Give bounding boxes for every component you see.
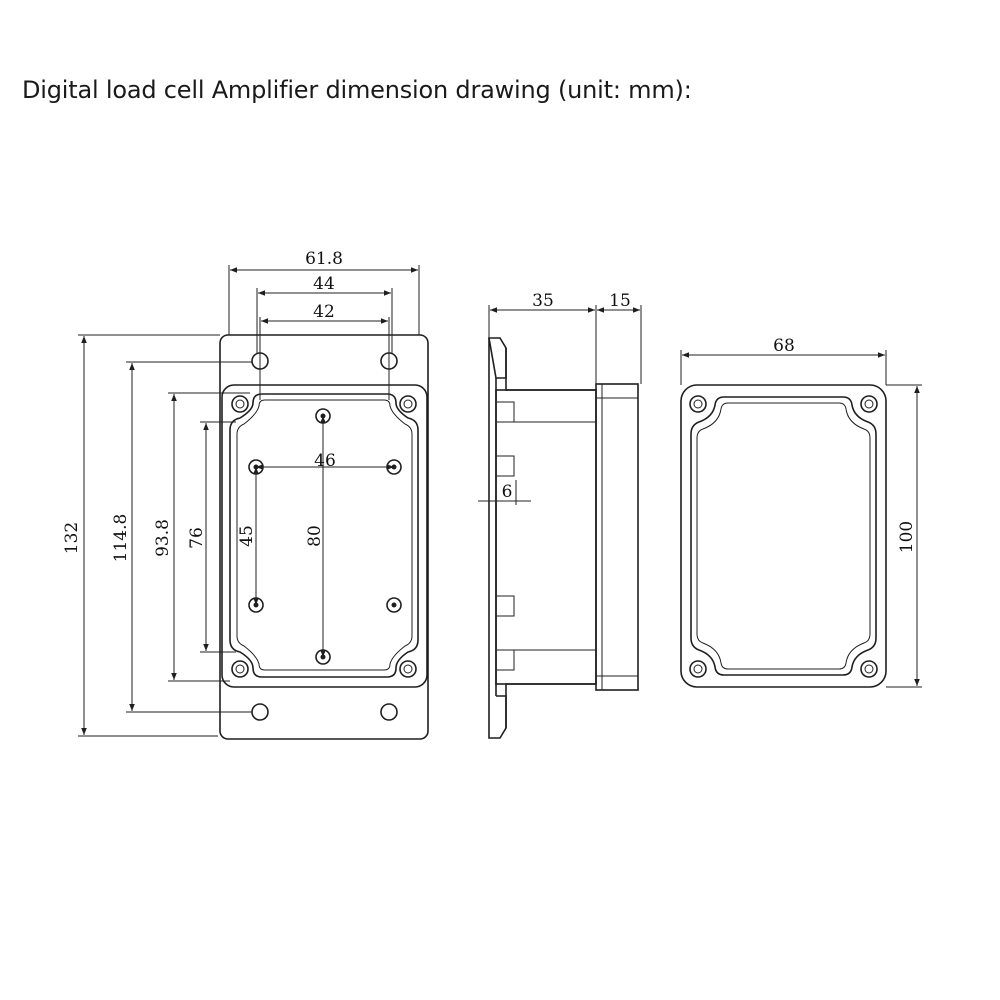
lid-corner-screw bbox=[689, 395, 707, 413]
side-lid bbox=[595, 383, 639, 691]
dim-label-76: 76 bbox=[187, 527, 207, 549]
side-boss bbox=[495, 455, 515, 477]
dim-label-35: 35 bbox=[532, 291, 554, 311]
dim-label-15: 15 bbox=[609, 291, 631, 311]
side-flange-top bbox=[488, 337, 507, 379]
front-view: 46 45 80 61.8 44 42 132 114.8 93.8 76 bbox=[62, 249, 429, 740]
dim-label-42: 42 bbox=[313, 302, 335, 322]
side-flange bbox=[488, 338, 507, 739]
pcb-hole bbox=[386, 597, 402, 613]
side-view: 35 15 6 bbox=[478, 291, 642, 739]
dim-label-61-8: 61.8 bbox=[305, 249, 343, 269]
mount-hole bbox=[380, 703, 398, 721]
dim-label-6: 6 bbox=[502, 482, 513, 502]
corner-screw bbox=[231, 395, 249, 413]
dim-label-80: 80 bbox=[305, 525, 325, 547]
dim-label-68: 68 bbox=[773, 336, 795, 356]
lid-view: 68 100 bbox=[680, 336, 922, 688]
lid-seal-outer bbox=[690, 396, 877, 676]
dim-label-100: 100 bbox=[897, 521, 917, 553]
side-base-bottom bbox=[505, 683, 596, 728]
enclosure-body-outline bbox=[221, 384, 428, 688]
dim-label-93-8: 93.8 bbox=[153, 519, 173, 557]
corner-screw bbox=[399, 660, 417, 678]
lid-corner-screw bbox=[860, 395, 878, 413]
dim-label-46: 46 bbox=[314, 451, 336, 471]
page-title: Digital load cell Amplifier dimension dr… bbox=[22, 76, 692, 104]
cover-seal-outline bbox=[229, 393, 419, 678]
mounting-plate-outline bbox=[219, 334, 429, 740]
lid-corner-screw bbox=[860, 660, 878, 678]
lid-outline bbox=[680, 384, 887, 688]
cover-inner-outline bbox=[236, 399, 413, 671]
dim-label-45: 45 bbox=[237, 525, 257, 547]
dim-label-44: 44 bbox=[313, 274, 335, 294]
corner-screw bbox=[231, 660, 249, 678]
side-boss bbox=[495, 649, 515, 671]
dim-label-132: 132 bbox=[62, 522, 82, 554]
side-boss bbox=[495, 401, 515, 423]
side-boss bbox=[495, 595, 515, 617]
dim-label-114-8: 114.8 bbox=[111, 514, 131, 563]
side-base-body bbox=[495, 389, 597, 685]
side-base-top bbox=[505, 348, 596, 391]
mount-hole bbox=[251, 703, 269, 721]
corner-screw bbox=[399, 395, 417, 413]
lid-corner-screw bbox=[689, 660, 707, 678]
lid-seal-inner bbox=[696, 402, 871, 670]
